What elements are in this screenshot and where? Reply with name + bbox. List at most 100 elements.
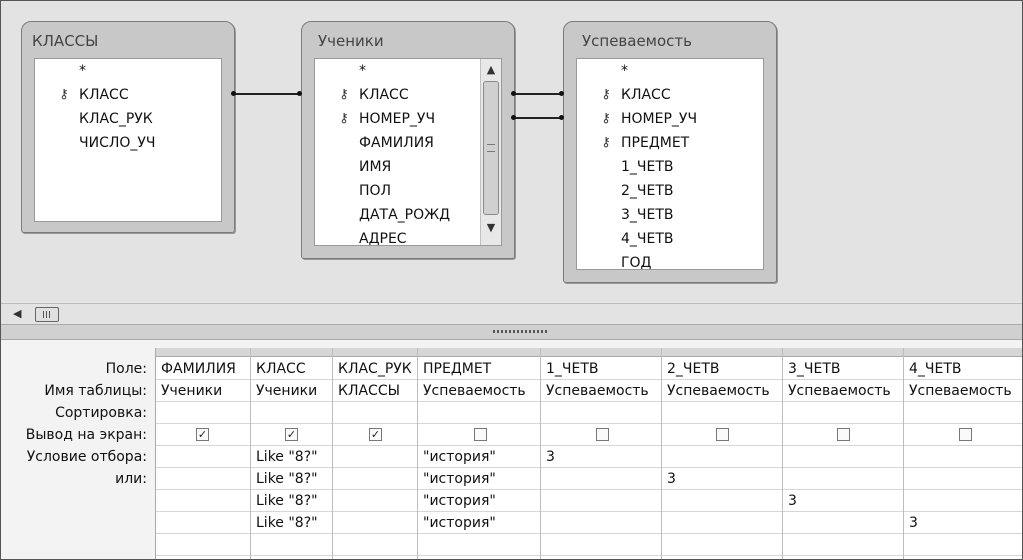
scroll-thumb[interactable] [35,307,59,322]
field-name: 2_ЧЕТВ [621,183,674,199]
show-checkbox[interactable] [716,428,729,441]
or-cell[interactable]: Like "8?" [251,512,332,534]
show-checkbox[interactable] [474,428,487,441]
column-selector[interactable] [904,348,1022,357]
or-cell[interactable] [541,512,661,534]
scroll-down-icon[interactable]: ▼ [486,221,496,234]
sort-cell[interactable] [418,402,540,424]
or-cell[interactable]: 3 [662,468,782,490]
column-selector[interactable] [333,348,417,357]
sort-cell[interactable] [156,402,250,424]
sort-cell[interactable] [662,402,782,424]
scroll-left-icon[interactable]: ◀ [13,307,22,320]
or-cell[interactable]: 3 [904,512,1022,534]
table-cell[interactable]: КЛАССЫ [333,380,417,402]
relationship-end-dot [511,115,516,120]
sort-cell[interactable] [251,402,332,424]
column-selector[interactable] [418,348,540,357]
sort-cell[interactable] [904,402,1022,424]
or-cell[interactable] [904,534,1022,556]
or-cell[interactable] [418,534,540,556]
show-checkbox[interactable]: ✓ [369,428,382,441]
table-box-uspevaemost[interactable]: Успеваемость * ⚷КЛАСС ⚷НОМЕР_УЧ ⚷ПРЕДМЕТ… [563,21,777,283]
scroll-up-icon[interactable]: ▲ [486,63,496,76]
field-list-scrollbar[interactable]: ▲ ▼ [480,59,501,245]
or-cell[interactable] [333,512,417,534]
criteria-cell[interactable]: 3 [541,446,661,468]
or-cell[interactable] [783,468,903,490]
criteria-cell[interactable] [333,446,417,468]
relationship-line[interactable] [513,93,563,95]
grid-column: 1_ЧЕТВ Успеваемость 3 [541,348,662,559]
show-checkbox[interactable]: ✓ [196,428,209,441]
or-cell[interactable] [662,490,782,512]
pane-splitter[interactable] [1,324,1022,340]
or-cell[interactable] [783,534,903,556]
field-name: ЧИСЛО_УЧ [79,135,156,151]
table-cell[interactable]: Ученики [156,380,250,402]
field-cell[interactable]: ПРЕДМЕТ [418,358,540,380]
criteria-cell[interactable]: Like "8?" [251,446,332,468]
field-cell[interactable]: 2_ЧЕТВ [662,358,782,380]
field-cell[interactable]: КЛАСС [251,358,332,380]
diagram-horizontal-scrollbar[interactable]: ◀ [1,303,1022,324]
or-cell[interactable]: "история" [418,490,540,512]
or-cell[interactable] [156,490,250,512]
or-cell[interactable] [662,512,782,534]
show-checkbox[interactable] [596,428,609,441]
or-cell[interactable] [904,490,1022,512]
or-cell[interactable] [904,468,1022,490]
sort-cell[interactable] [541,402,661,424]
or-cell[interactable] [156,534,250,556]
show-checkbox[interactable] [959,428,972,441]
table-cell[interactable]: Успеваемость [418,380,540,402]
column-selector[interactable] [783,348,903,357]
column-selector[interactable] [156,348,250,357]
or-cell[interactable] [156,468,250,490]
or-cell[interactable] [251,534,332,556]
relationship-line[interactable] [233,93,301,95]
table-box-ucheniki[interactable]: Ученики * ⚷КЛАСС ⚷НОМЕР_УЧ ФАМИЛИЯ ИМЯ П… [301,21,515,259]
criteria-cell[interactable] [156,446,250,468]
or-cell[interactable]: "история" [418,512,540,534]
scroll-thumb[interactable] [483,81,499,215]
show-checkbox[interactable]: ✓ [285,428,298,441]
or-cell[interactable] [156,512,250,534]
criteria-cell[interactable] [904,446,1022,468]
or-cell[interactable]: Like "8?" [251,490,332,512]
splitter-grip-icon[interactable] [493,330,549,333]
show-checkbox[interactable] [837,428,850,441]
criteria-cell[interactable] [662,446,782,468]
column-selector[interactable] [251,348,332,357]
field-cell[interactable]: 4_ЧЕТВ [904,358,1022,380]
or-cell[interactable] [783,512,903,534]
or-cell[interactable] [541,534,661,556]
column-selector[interactable] [541,348,661,357]
or-cell[interactable] [662,534,782,556]
table-cell[interactable]: Ученики [251,380,332,402]
relationship-line[interactable] [513,117,563,119]
sort-cell[interactable] [783,402,903,424]
field-cell[interactable]: КЛАС_РУК [333,358,417,380]
or-cell[interactable]: 3 [783,490,903,512]
table-cell[interactable]: Успеваемость [783,380,903,402]
or-cell[interactable]: "история" [418,468,540,490]
or-cell[interactable] [333,534,417,556]
sort-cell[interactable] [333,402,417,424]
table-box-klassy[interactable]: КЛАССЫ * ⚷КЛАСС КЛАС_РУК ЧИСЛО_УЧ [21,21,235,233]
table-cell[interactable]: Успеваемость [662,380,782,402]
or-cell[interactable] [333,468,417,490]
table-cell[interactable]: Успеваемость [904,380,1022,402]
criteria-cell[interactable]: "история" [418,446,540,468]
column-selector[interactable] [662,348,782,357]
or-cell[interactable] [333,490,417,512]
or-cell[interactable] [541,490,661,512]
field-cell[interactable]: ФАМИЛИЯ [156,358,250,380]
or-cell[interactable]: Like "8?" [251,468,332,490]
table-title: Успеваемость [582,32,693,50]
or-cell[interactable] [541,468,661,490]
table-cell[interactable]: Успеваемость [541,380,661,402]
field-cell[interactable]: 1_ЧЕТВ [541,358,661,380]
criteria-cell[interactable] [783,446,903,468]
field-cell[interactable]: 3_ЧЕТВ [783,358,903,380]
